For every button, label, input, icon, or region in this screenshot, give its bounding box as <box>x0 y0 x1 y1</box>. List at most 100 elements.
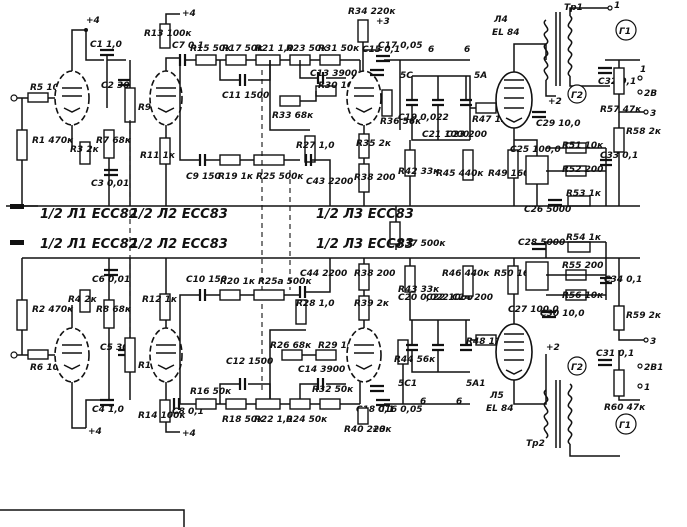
label-plus4-bot2: +4 <box>182 429 196 439</box>
label-g2-top: Г2 <box>571 91 583 101</box>
label-r37: R37 500к <box>398 239 446 249</box>
label-r43: R43 33к <box>398 285 440 295</box>
resistor-r49 <box>507 149 519 179</box>
label-c4: C4 1,0 <box>92 405 124 415</box>
label-r47: R47 12к <box>472 115 514 125</box>
label-l3-bot: 1/2 Л3 ECC83 <box>316 237 414 252</box>
label-pin-5a1: 5А1 <box>466 379 486 389</box>
label-tr2: Tp2 <box>526 439 545 449</box>
resistor-r12 <box>159 293 171 321</box>
label-r42: R42 33к <box>398 167 440 177</box>
resistor-r48 <box>475 334 497 346</box>
speaker-g2-bot <box>567 356 587 376</box>
label-r7: R7 68к <box>96 136 132 146</box>
label-c25: C25 100,0 <box>510 145 561 155</box>
label-t1-bot: 1 <box>644 383 650 393</box>
label-c28: C28 5000 <box>518 238 565 248</box>
label-c12: C12 1500 <box>226 357 273 367</box>
label-r29: R29 10к <box>318 341 360 351</box>
label-r14: R14 100к <box>138 411 186 421</box>
tube-l2-top <box>149 70 183 126</box>
resistor-r58 <box>613 127 625 153</box>
label-c31: C31 0,1 <box>596 349 634 359</box>
potentiometer-r25 <box>253 154 285 166</box>
label-pin-5c1: 5С1 <box>398 379 417 389</box>
label-c7: C7 0,1 <box>172 41 204 51</box>
label-c16: C16 0,05 <box>378 405 422 415</box>
label-r33: R33 68к <box>272 111 314 121</box>
label-r39: R39 2к <box>354 299 390 309</box>
label-c33: C33 0,1 <box>600 151 638 161</box>
tube-l1-bot <box>54 327 90 383</box>
potentiometer-r60 <box>613 369 625 397</box>
potentiometer-r10 <box>124 337 136 373</box>
label-r11: R11 1к <box>140 151 176 161</box>
label-r53: R53 1к <box>566 189 602 199</box>
resistor-r34 <box>357 19 369 43</box>
label-c26: C26 5000 <box>524 205 571 215</box>
label-l5: Л5 <box>489 391 504 401</box>
input-terminal-top <box>10 94 18 102</box>
label-t3-bot: 3 <box>650 337 656 347</box>
label-r46: R46 440к <box>442 269 490 279</box>
resistor-r15 <box>195 54 217 66</box>
label-r38: R38 200 <box>354 173 395 183</box>
label-r55: R55 200 <box>562 261 603 271</box>
resistor-r40 <box>357 407 369 425</box>
label-t1-top: 1 <box>640 65 646 75</box>
speaker-g1-bot <box>615 413 637 435</box>
label-r15: R15 50к <box>190 44 232 54</box>
label-r49: R49 160 <box>488 169 529 179</box>
ground-symbol-top <box>10 204 24 209</box>
label-l3-top: 1/2 Л3 ECC83 <box>316 207 414 222</box>
label-r56: R56 10к <box>562 291 604 301</box>
label-c20: C20 0,022 <box>398 293 449 303</box>
label-c24: C24 200 <box>452 293 493 303</box>
label-r60: R60 47к <box>604 403 646 413</box>
label-pin-6c: 6 <box>420 397 426 407</box>
label-c21: C21 1000 <box>422 130 469 140</box>
potentiometer-r37 <box>389 221 401 245</box>
label-g2-bot: Г2 <box>571 363 583 373</box>
label-c13: C13 3900 <box>310 69 357 79</box>
resistor-r19 <box>219 154 241 166</box>
label-c6: C6 0,01 <box>92 275 130 285</box>
ground-symbol-bot <box>10 240 24 245</box>
label-t2-bot: 2В1 <box>644 363 663 373</box>
label-r13: R13 100к <box>144 29 192 39</box>
label-c22: C22 1000 <box>426 293 473 303</box>
transformer-tr2-primary <box>543 389 549 439</box>
label-g1-bot: Г1 <box>619 421 631 431</box>
resistor-r28 <box>295 299 307 325</box>
label-pin-5a: 5А <box>474 71 487 81</box>
label-r30: R30 10к <box>318 81 360 91</box>
label-c30: C30 10,0 <box>540 309 584 319</box>
label-c1: C1 1,0 <box>90 40 122 50</box>
label-g1-top: Г1 <box>619 27 631 37</box>
label-pin-5c: 5С <box>400 71 413 81</box>
label-t2-top: 2В <box>644 89 657 99</box>
resistor-r5 <box>27 92 49 103</box>
label-r35: R35 2к <box>356 139 392 149</box>
label-r32: R32 50к <box>312 385 354 395</box>
label-c3: C3 0,01 <box>91 179 129 189</box>
label-l4-type: EL 84 <box>492 28 520 38</box>
label-c2: C2 30 <box>101 81 130 91</box>
resistor-r36 <box>381 89 393 117</box>
tube-l1-top <box>54 70 90 126</box>
resistor-r33 <box>279 95 301 107</box>
label-l2-bot: 1/2 Л2 ECC83 <box>130 237 228 252</box>
label-plus4-top: +4 <box>86 16 100 26</box>
label-r36: R36 56к <box>380 117 422 127</box>
resistor-r3 <box>79 141 91 165</box>
label-c27: C27 100,0 <box>508 305 559 315</box>
resistor-r2 <box>16 299 28 331</box>
label-pin-1-tr: 1 <box>614 1 620 11</box>
resistor-r20 <box>219 289 241 301</box>
label-c34: C34 0,1 <box>604 275 642 285</box>
resistor-r50 <box>507 265 519 295</box>
label-r8: R8 68к <box>96 305 132 315</box>
label-r6: R6 10к <box>30 363 66 373</box>
resistor-r16 <box>195 398 217 410</box>
